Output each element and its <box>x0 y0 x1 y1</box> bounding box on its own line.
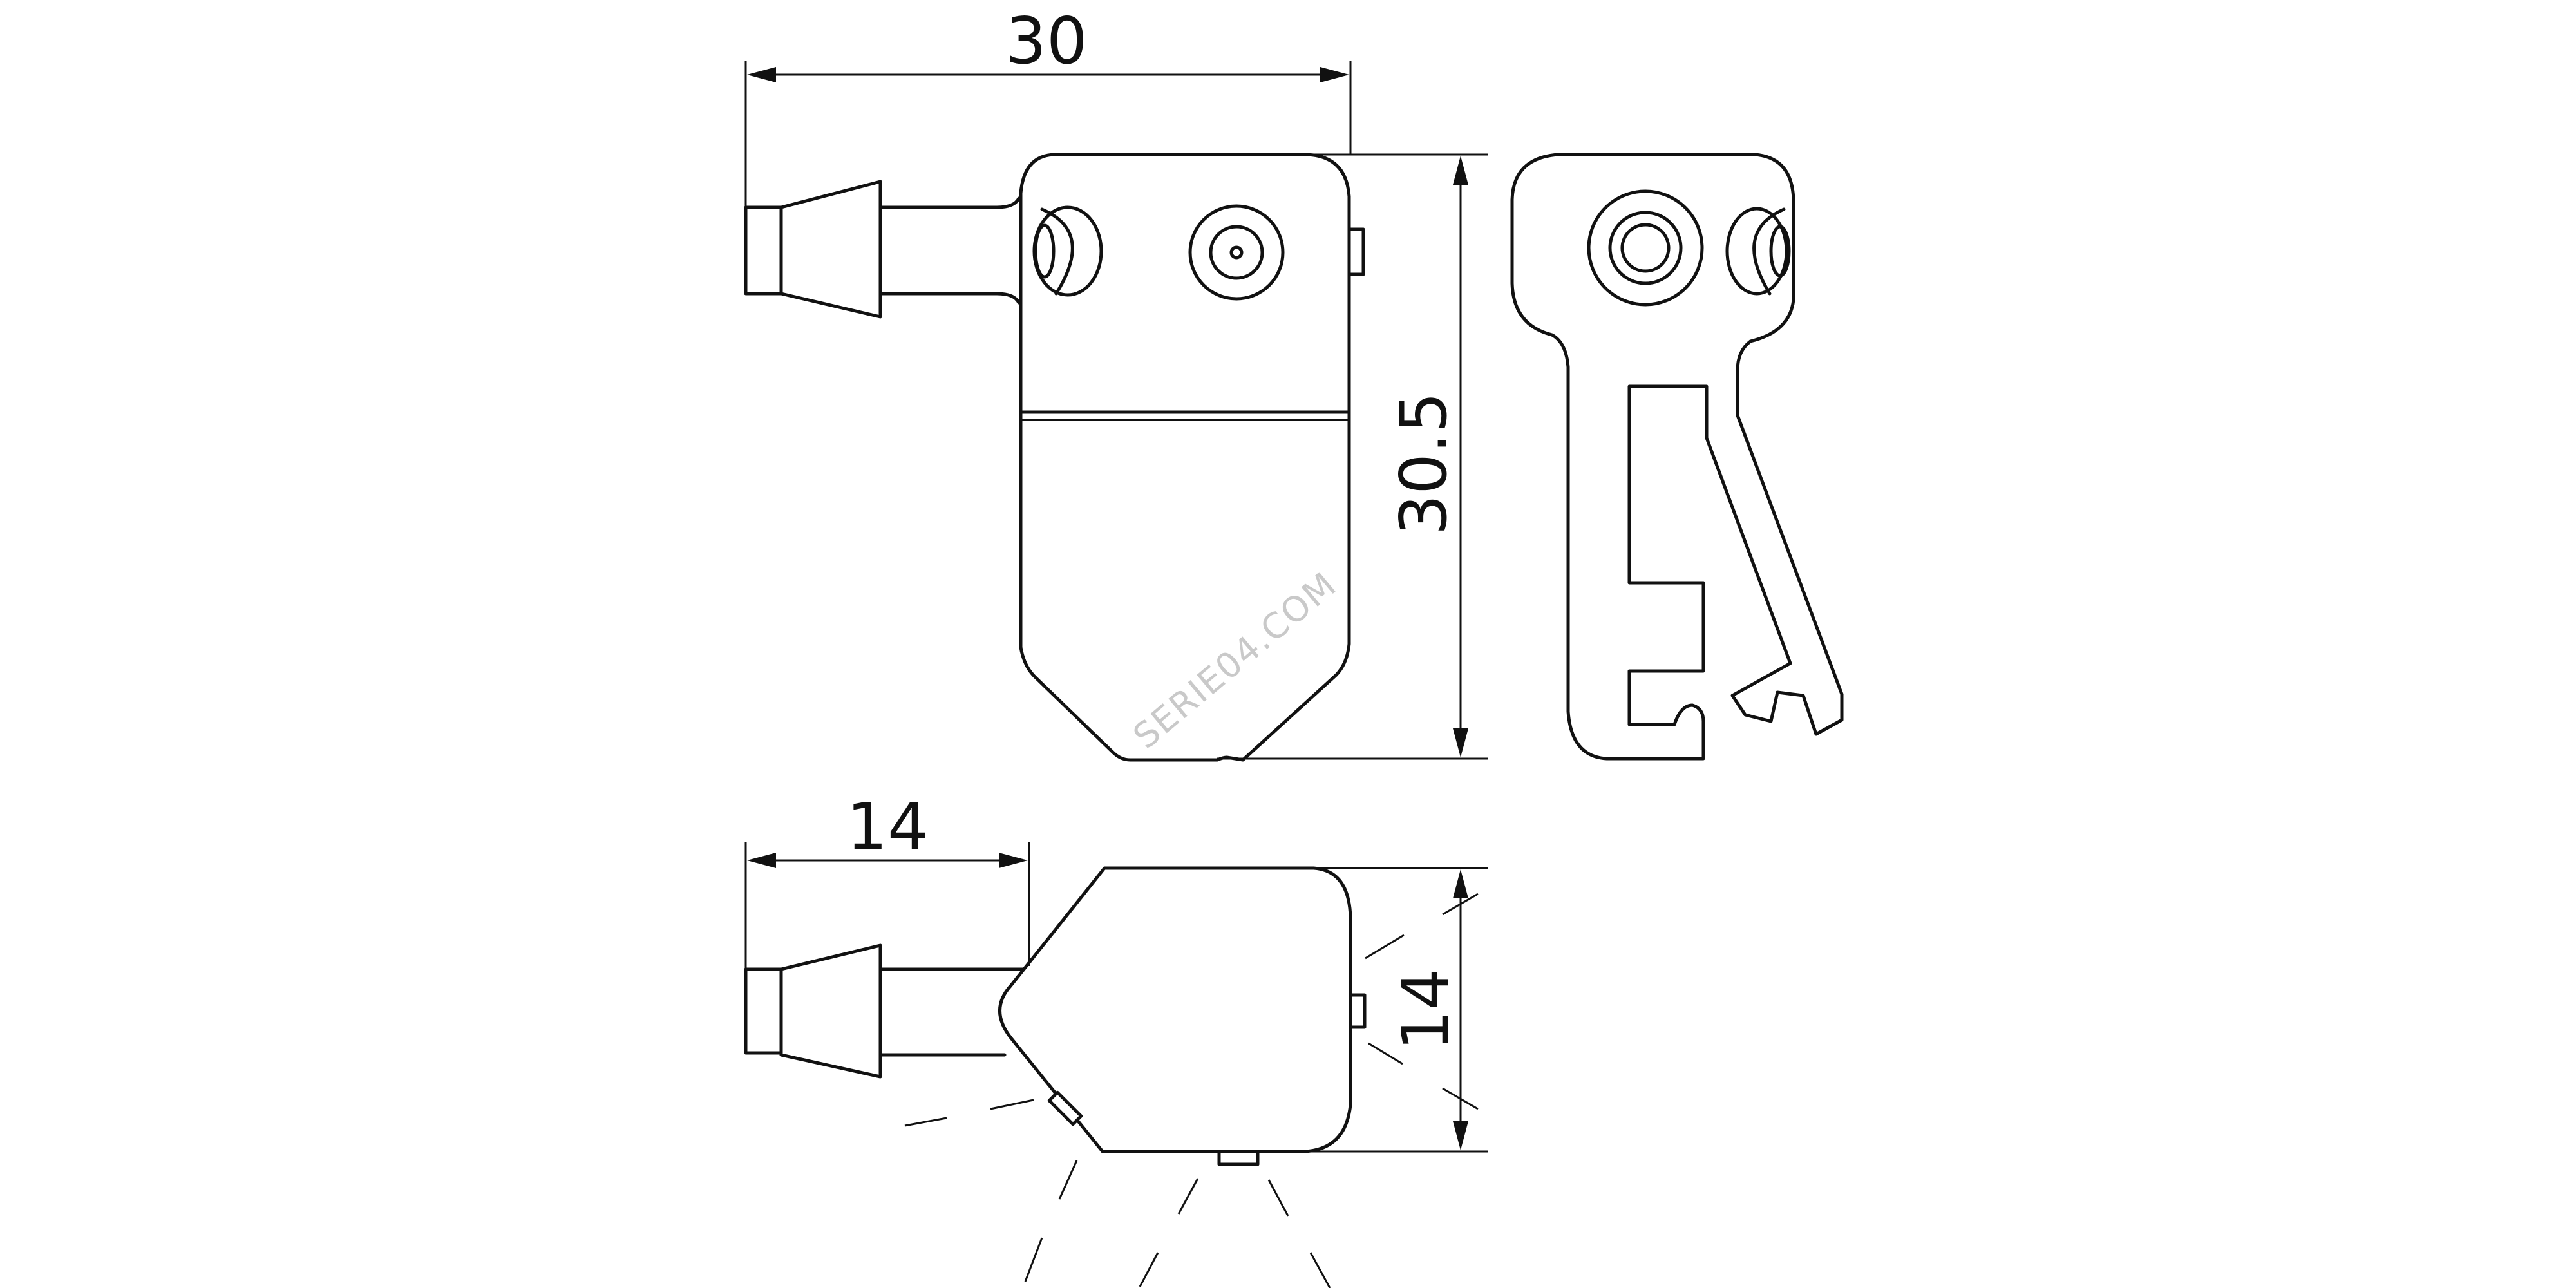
front-side-tab <box>1347 227 1365 276</box>
front-left-lens-inner <box>1034 223 1056 279</box>
front-view <box>744 153 1365 762</box>
dim-top-height-label: 14 <box>1388 969 1463 1050</box>
top-body <box>998 866 1352 1153</box>
side-view <box>1510 153 1844 761</box>
side-lens-inner <box>1620 223 1671 273</box>
side-lens-outer <box>1587 189 1704 307</box>
side-small-lens-arc <box>1752 207 1786 296</box>
top-nozzle-stem <box>878 967 1026 1057</box>
side-small-lens <box>1725 207 1788 296</box>
dim-front-height-label: 30.5 <box>1386 392 1461 536</box>
top-nozzle-cone <box>779 943 882 1079</box>
front-left-lens-arc <box>1040 207 1074 296</box>
side-bracket-outline <box>1510 153 1844 761</box>
top-nozzle-tip <box>744 967 783 1055</box>
dim-front-width-label: 30 <box>1005 3 1087 79</box>
front-body <box>1019 153 1351 762</box>
top-angled-tab <box>1047 1090 1083 1126</box>
front-right-lens-outer <box>1188 204 1285 301</box>
front-right-lens-mid <box>1209 225 1264 280</box>
dim-top-height: 14 <box>1304 867 1488 1153</box>
top-bottom-tab <box>1217 1150 1260 1166</box>
front-nozzle-stem <box>878 196 1021 305</box>
front-nozzle-tip <box>744 205 783 296</box>
dim-top-length-label: 14 <box>846 789 928 864</box>
side-lens-mid <box>1608 211 1683 285</box>
front-nozzle-cone <box>779 180 882 319</box>
side-small-lens-inner <box>1769 225 1791 278</box>
dim-top-length: 14 <box>744 789 1030 969</box>
front-right-lens-center <box>1229 245 1244 260</box>
top-right-tab <box>1349 993 1367 1029</box>
dim-front-width: 30 <box>744 3 1352 207</box>
dim-front-height: 30.5 <box>1217 153 1488 760</box>
top-view <box>744 866 1367 1166</box>
